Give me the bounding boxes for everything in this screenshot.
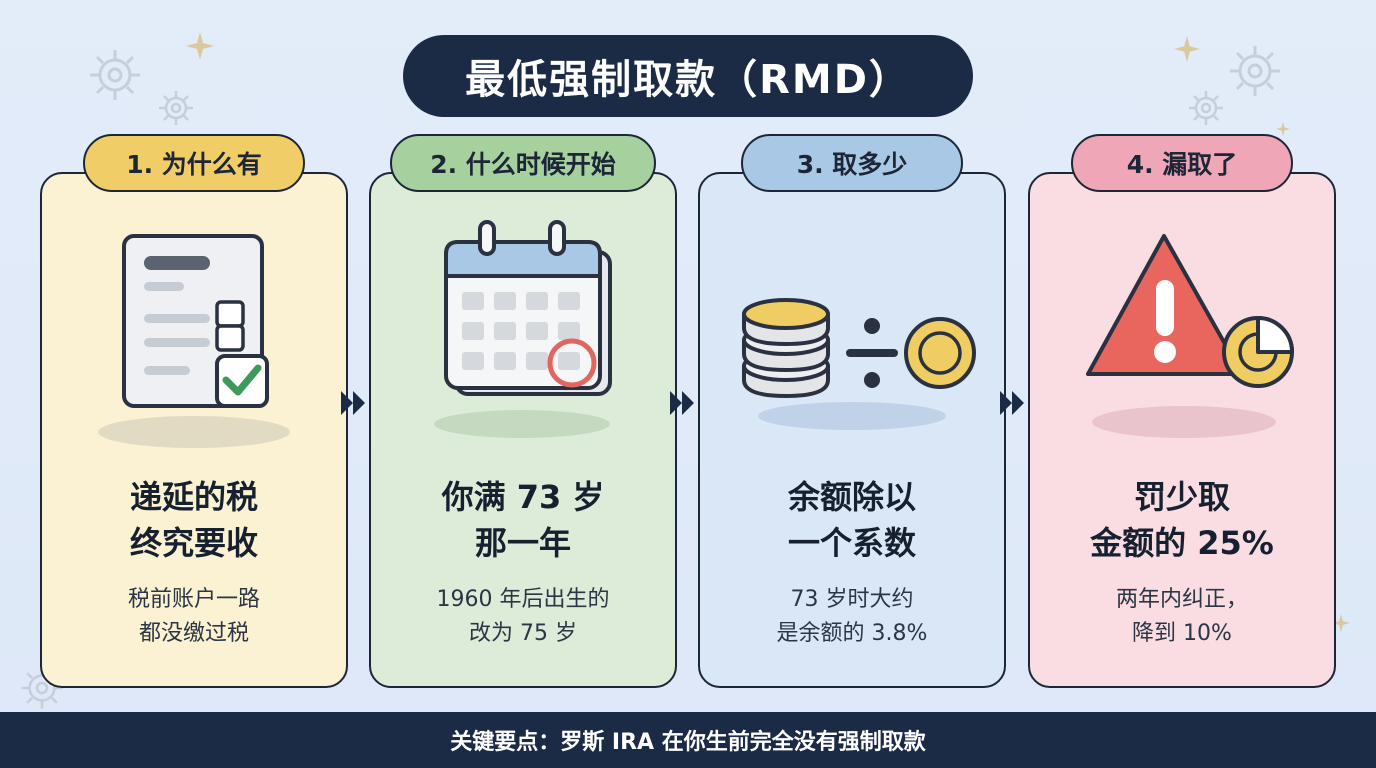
step-description-when: 1960 年后出生的 改为 75 岁 (436, 587, 610, 646)
gear-icon (1230, 46, 1280, 96)
warning-penalty-icon (1086, 234, 1294, 438)
step-description-missed: 两年内纠正， 降到 10% (1115, 587, 1248, 646)
page-title: 最低强制取款（RMD） (403, 35, 973, 117)
gear-icon (90, 50, 140, 100)
step-tab-why: 1. 为什么有 (83, 134, 305, 192)
sparkle-icon (1174, 36, 1200, 62)
gear-icon (1189, 91, 1223, 125)
tax-form-check-icon (98, 234, 290, 448)
step-tab-how-much: 3. 取多少 (741, 134, 963, 192)
step-heading-why: 递延的税 终究要收 (129, 478, 258, 562)
step-tab-when: 2. 什么时候开始 (390, 134, 656, 192)
step-heading-how-much: 余额除以 一个系数 (787, 478, 916, 562)
step-description-why: 税前账户一路 都没缴过税 (127, 587, 260, 646)
coins-divide-icon (742, 298, 976, 430)
step-heading-missed: 罚少取 金额的 25% (1090, 478, 1274, 562)
calendar-icon (434, 220, 612, 438)
key-takeaway-banner: 关键要点：罗斯 IRA 在你生前完全没有强制取款 (0, 712, 1376, 768)
step-tab-missed: 4. 漏取了 (1071, 134, 1293, 192)
sparkle-icon (186, 32, 214, 60)
chevron-right-icon (1000, 391, 1024, 415)
step-heading-when: 你满 73 岁 那一年 (441, 478, 605, 562)
step-description-how-much: 73 岁时大约 是余额的 3.8% (776, 587, 928, 646)
chevron-right-icon (670, 391, 694, 415)
sparkle-icon (1276, 122, 1290, 136)
gear-icon (159, 91, 193, 125)
sparkle-icon (1332, 614, 1350, 632)
chevron-right-icon (341, 391, 365, 415)
